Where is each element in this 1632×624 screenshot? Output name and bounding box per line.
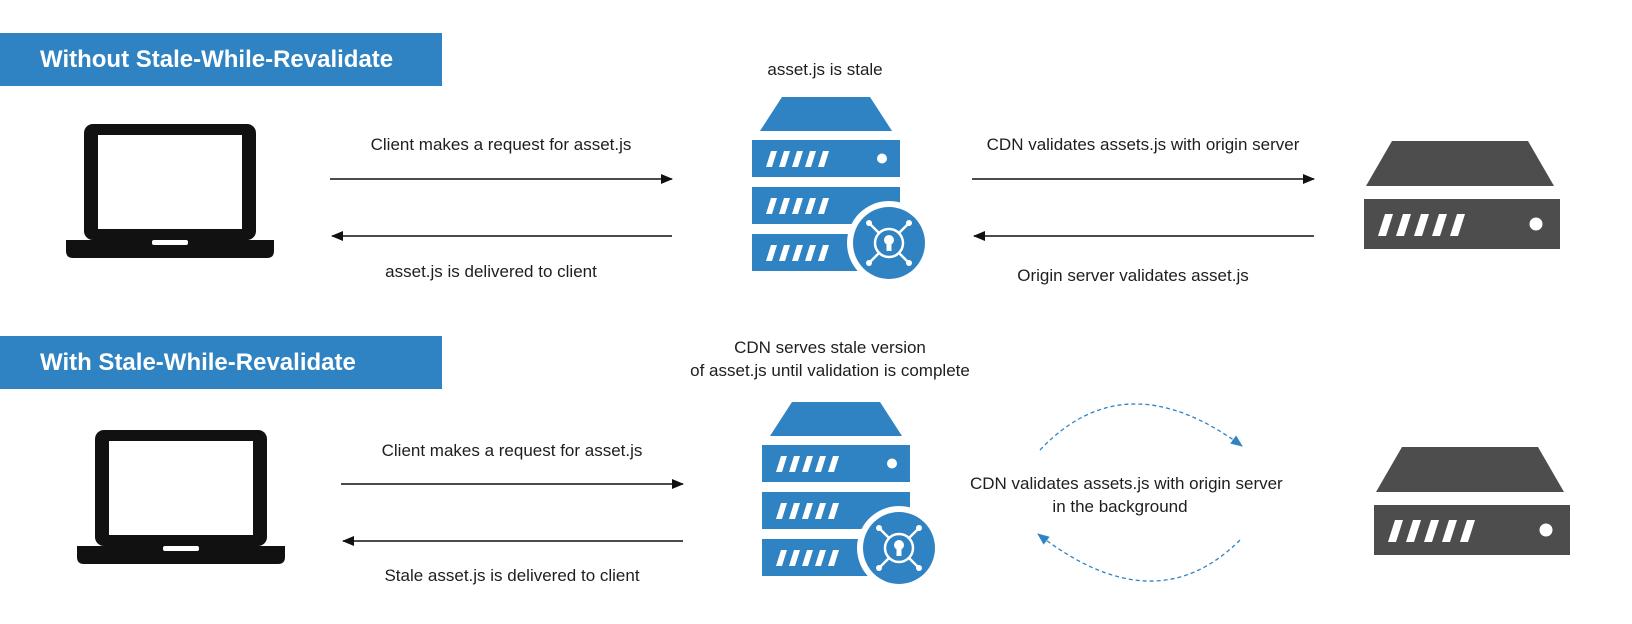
background-cycle-arrows <box>1037 403 1243 582</box>
section-title: Without Stale-While-Revalidate <box>40 46 394 73</box>
laptop-icon <box>77 430 285 564</box>
cdn-note: asset.js is stale <box>767 60 883 79</box>
cdn-validates-label: CDN validates assets.js with origin serv… <box>986 135 1300 154</box>
section-title: With Stale-While-Revalidate <box>40 349 356 376</box>
cdn-note-line1: CDN serves stale version <box>734 338 926 357</box>
background-validate-line2: in the background <box>1052 497 1188 516</box>
delivery-arrow <box>342 536 683 546</box>
delivery-arrow <box>331 231 672 241</box>
client-request-label: Client makes a request for asset.js <box>381 441 643 460</box>
request-arrow <box>330 174 673 184</box>
cdn-server-icon <box>762 402 941 590</box>
section-header-without: Without Stale-While-Revalidate <box>0 33 442 86</box>
background-validate-line1: CDN validates assets.js with origin serv… <box>970 474 1283 493</box>
section-header-with: With Stale-While-Revalidate <box>0 336 442 389</box>
origin-response-arrow <box>973 231 1314 241</box>
request-arrow <box>341 479 684 489</box>
cdn-server-icon <box>752 97 931 285</box>
delivered-label: asset.js is delivered to client <box>385 262 597 281</box>
delivered-label: Stale asset.js is delivered to client <box>384 566 640 585</box>
cdn-note-line2: of asset.js until validation is complete <box>690 361 970 380</box>
validate-arrow <box>972 174 1315 184</box>
origin-server-icon <box>1364 141 1560 249</box>
laptop-icon <box>66 124 274 258</box>
origin-server-icon <box>1374 447 1570 555</box>
client-request-label: Client makes a request for asset.js <box>370 135 632 154</box>
origin-validates-label: Origin server validates asset.js <box>1017 266 1249 285</box>
